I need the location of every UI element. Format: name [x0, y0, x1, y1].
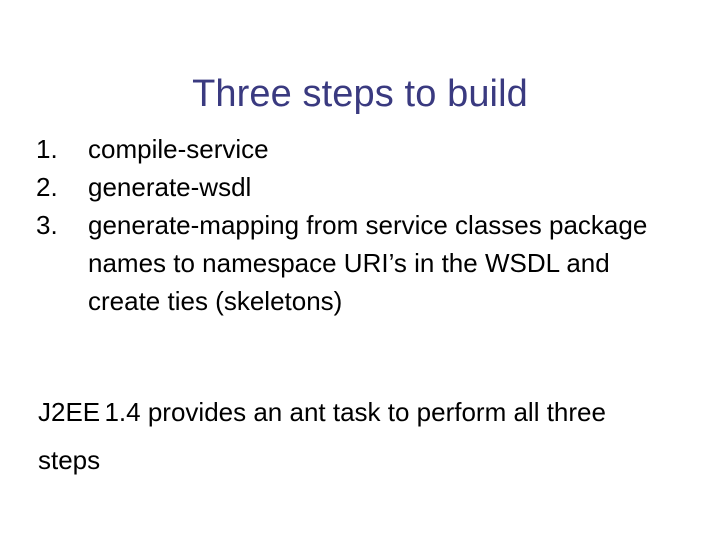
list-item: 3. generate-mapping from service classes…	[36, 206, 676, 320]
list-item-label: compile-service	[88, 134, 269, 164]
page-title: Three steps to build	[192, 73, 528, 116]
list-item: 2. generate-wsdl	[36, 168, 676, 206]
closing-paragraph: J2EE 1.4 provides an ant task to perform…	[38, 397, 606, 475]
list-item-label: generate-wsdl	[88, 172, 252, 202]
list-item: 1. compile-service	[36, 130, 676, 168]
list-item-number: 3.	[36, 210, 58, 240]
list-item-label: generate-mapping from service classes pa…	[88, 210, 648, 316]
list-item-number: 2.	[36, 172, 58, 202]
list-item-number: 1.	[36, 134, 58, 164]
steps-list: 1. compile-service 2. generate-wsdl 3. g…	[36, 130, 676, 320]
